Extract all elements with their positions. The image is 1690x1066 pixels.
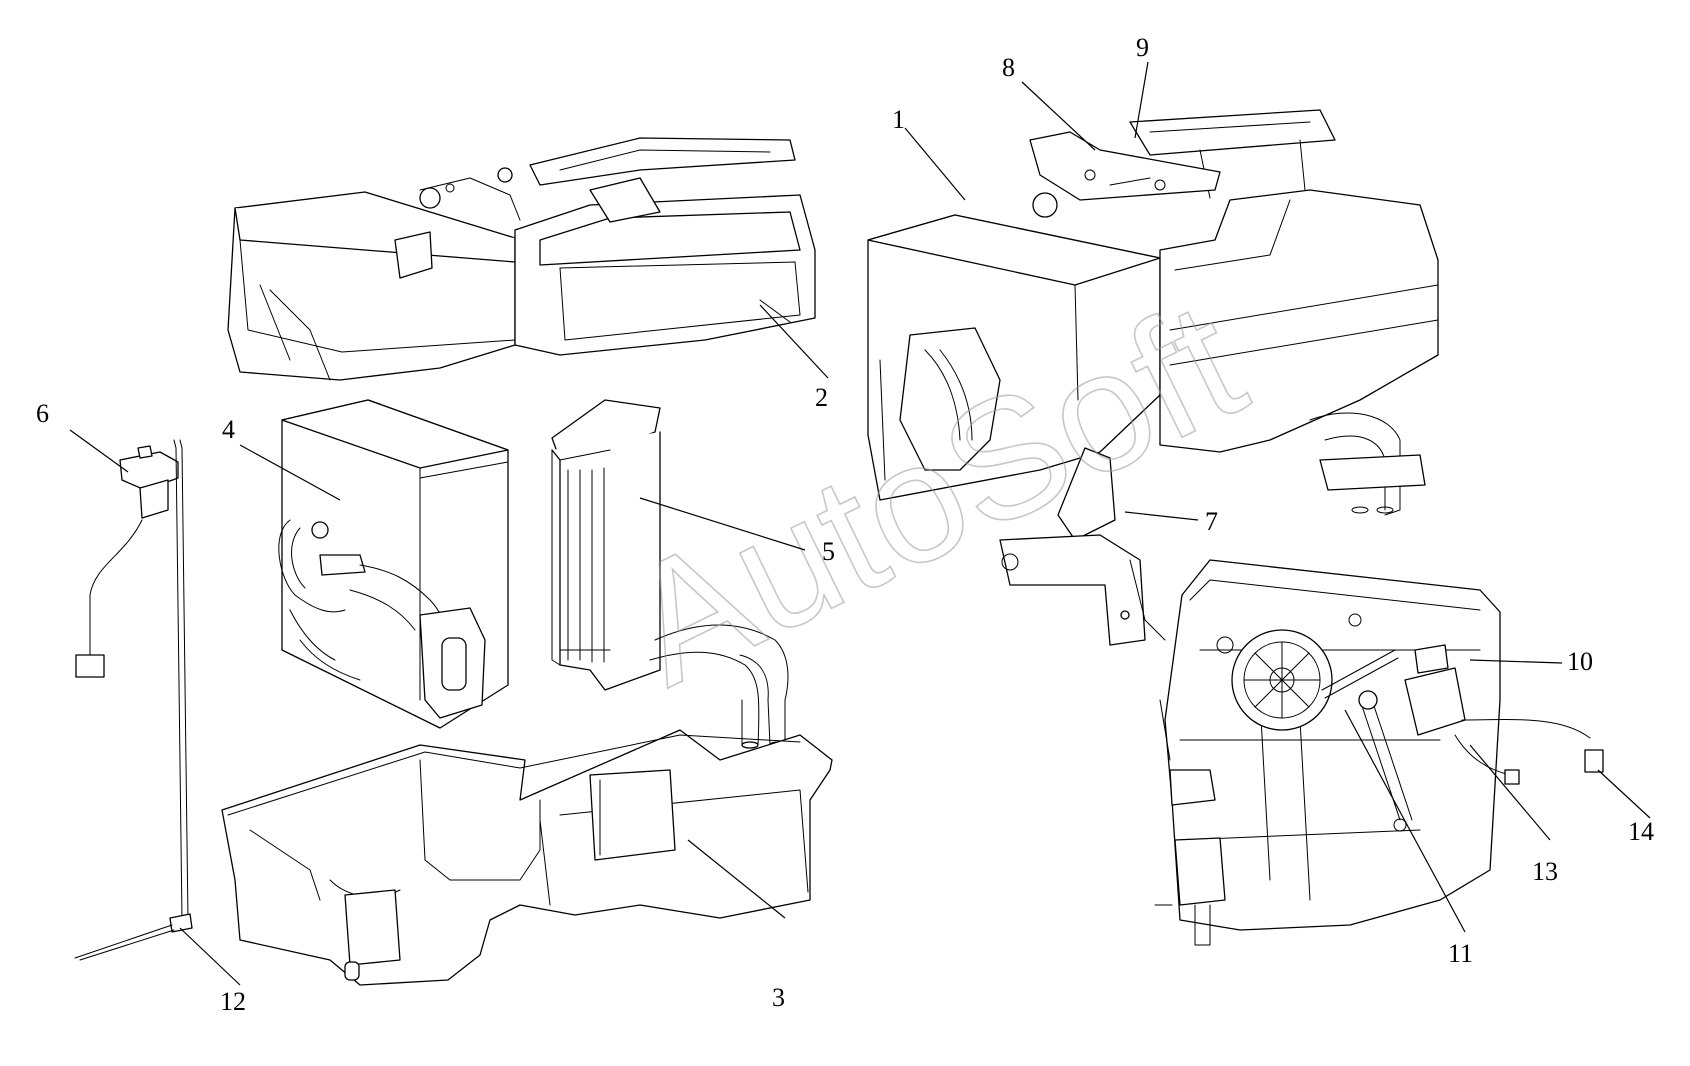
leader-lines: [69, 61, 1651, 986]
callout-numbers: 1 2 3 4 5 6 7 8 9 10 11 12 13 14: [36, 33, 1654, 1016]
callout-9: 9: [1136, 33, 1149, 62]
callout-3: 3: [772, 983, 785, 1012]
callout-11: 11: [1448, 939, 1473, 968]
part-6-sensor: [75, 445, 179, 678]
callout-10: 10: [1567, 647, 1593, 676]
callout-8: 8: [1002, 53, 1015, 82]
callout-5: 5: [822, 537, 835, 566]
callout-1: 1: [892, 105, 905, 134]
part-3-lower-housing: [221, 729, 833, 986]
callout-14: 14: [1628, 817, 1654, 846]
callout-4: 4: [222, 415, 235, 444]
callout-7: 7: [1205, 507, 1218, 536]
unit-side-view: [1129, 559, 1604, 946]
part-5-heater-core: [551, 399, 789, 749]
callout-6: 6: [36, 399, 49, 428]
part-2-upper-housing: [227, 137, 816, 381]
part-12-probe: [74, 439, 193, 961]
part-4-core-box: [278, 399, 509, 729]
callout-2: 2: [815, 383, 828, 412]
part-1-assembled-unit: [867, 109, 1439, 646]
callout-13: 13: [1532, 857, 1558, 886]
callout-12: 12: [220, 987, 246, 1016]
